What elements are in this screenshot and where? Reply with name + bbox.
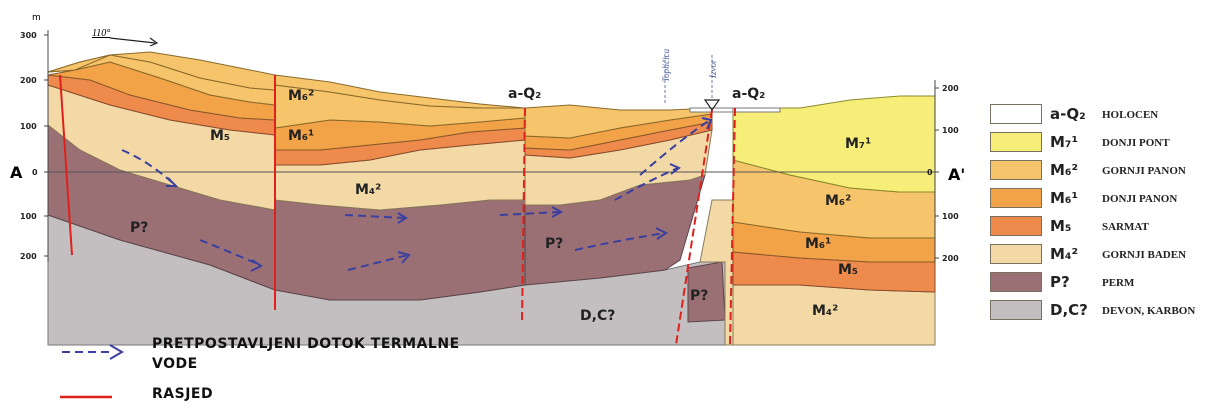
unit-label: P? <box>690 288 708 304</box>
y-tick-left: 0 <box>32 168 38 177</box>
y-tick-left: 100 <box>20 212 37 221</box>
fault-line <box>675 109 713 346</box>
section-end-label: A' <box>948 165 965 184</box>
unit-label: P? <box>545 236 563 252</box>
legend-name: HOLOCEN <box>1102 109 1159 121</box>
fault-line <box>59 74 73 256</box>
legend-code: a-Q₂ <box>1050 105 1086 123</box>
y-tick-left: 200 <box>20 252 37 261</box>
y-tick-right: 200 <box>942 254 959 263</box>
legend-code: P? <box>1050 273 1070 291</box>
legend-row: M₄² GORNJI BADEN <box>990 244 1205 268</box>
axis-ticks <box>44 34 939 259</box>
y-tick-right: 100 <box>942 126 959 135</box>
layer-holocen <box>734 107 781 113</box>
site-label: Izvor <box>708 59 718 79</box>
flow-key-arrowhead <box>109 344 124 360</box>
legend-name: DEVON, KARBON <box>1102 305 1196 317</box>
legend-swatch-devon-karbon <box>990 300 1042 320</box>
fault-line <box>729 107 736 346</box>
fault-key-label: RASJED <box>152 386 214 402</box>
legend-swatch-gornji-panon <box>990 160 1042 180</box>
legend-swatch-holocen <box>990 104 1042 124</box>
legend-code: D,C? <box>1050 301 1088 319</box>
unit-label: M₄² <box>355 182 381 198</box>
unit-label: M₅ <box>210 128 230 144</box>
legend-row: D,C? DEVON, KARBON <box>990 300 1205 324</box>
legend-swatch-perm <box>990 272 1042 292</box>
legend-code: M₆¹ <box>1050 189 1079 207</box>
y-tick-left: 200 <box>20 76 37 85</box>
section-start-label: A <box>10 163 23 182</box>
spring-marker-icon <box>703 99 721 112</box>
legend-swatch-sarmat <box>990 216 1042 236</box>
unit-label: M₆¹ <box>805 236 831 252</box>
legend-row: P? PERM <box>990 272 1205 296</box>
orientation-arrowhead <box>149 37 159 47</box>
legend-code: M₄² <box>1050 245 1079 263</box>
legend-name: GORNJI BADEN <box>1102 249 1187 261</box>
unit-label: M₆¹ <box>288 128 314 144</box>
orientation-label: 110° <box>92 28 110 39</box>
legend-swatch-donji-pont <box>990 132 1042 152</box>
flow-key-label: PRETPOSTAVLJENI DOTOK TERMALNE <box>152 336 460 352</box>
orientation-arrow <box>109 37 156 44</box>
legend-row: a-Q₂ HOLOCEN <box>990 104 1205 128</box>
flow-key-label-line2: VODE <box>152 356 198 372</box>
unit-label: M₄² <box>812 303 838 319</box>
legend-name: DONJI PONT <box>1102 137 1170 149</box>
y-tick-right: 0 <box>927 168 933 177</box>
legend-name: SARMAT <box>1102 221 1149 233</box>
y-axis-unit: m <box>32 13 41 23</box>
y-tick-left: 100 <box>20 122 37 131</box>
legend-code: M₆² <box>1050 161 1079 179</box>
y-tick-left: 300 <box>20 31 37 40</box>
legend-swatch-gornji-baden <box>990 244 1042 264</box>
unit-label: P? <box>130 220 148 236</box>
top-label: a-Q₂ <box>508 86 541 102</box>
legend-row: M₆² GORNJI PANON <box>990 160 1205 184</box>
unit-label: M₇¹ <box>845 136 871 152</box>
legend-code: M₅ <box>1050 217 1072 235</box>
legend-name: PERM <box>1102 277 1135 289</box>
unit-label: M₅ <box>838 262 858 278</box>
top-label: a-Q₂ <box>732 86 765 102</box>
site-label: Topličica <box>661 48 671 82</box>
legend-row: M₆¹ DONJI PANON <box>990 188 1205 212</box>
flow-arrowheads <box>166 117 713 272</box>
legend-swatch-donji-panon <box>990 188 1042 208</box>
legend-name: DONJI PANON <box>1102 193 1178 205</box>
legend-code: M₇¹ <box>1050 133 1079 151</box>
legend-row: M₇¹ DONJI PONT <box>990 132 1205 156</box>
legend-name: GORNJI PANON <box>1102 165 1186 177</box>
unit-label: M₆² <box>825 193 851 209</box>
y-tick-right: 100 <box>942 212 959 221</box>
y-tick-right: 200 <box>942 84 959 93</box>
unit-label: M₆² <box>288 88 314 104</box>
legend-row: M₅ SARMAT <box>990 216 1205 240</box>
unit-label: D,C? <box>580 308 615 324</box>
layer-gornji-panon <box>274 74 526 109</box>
